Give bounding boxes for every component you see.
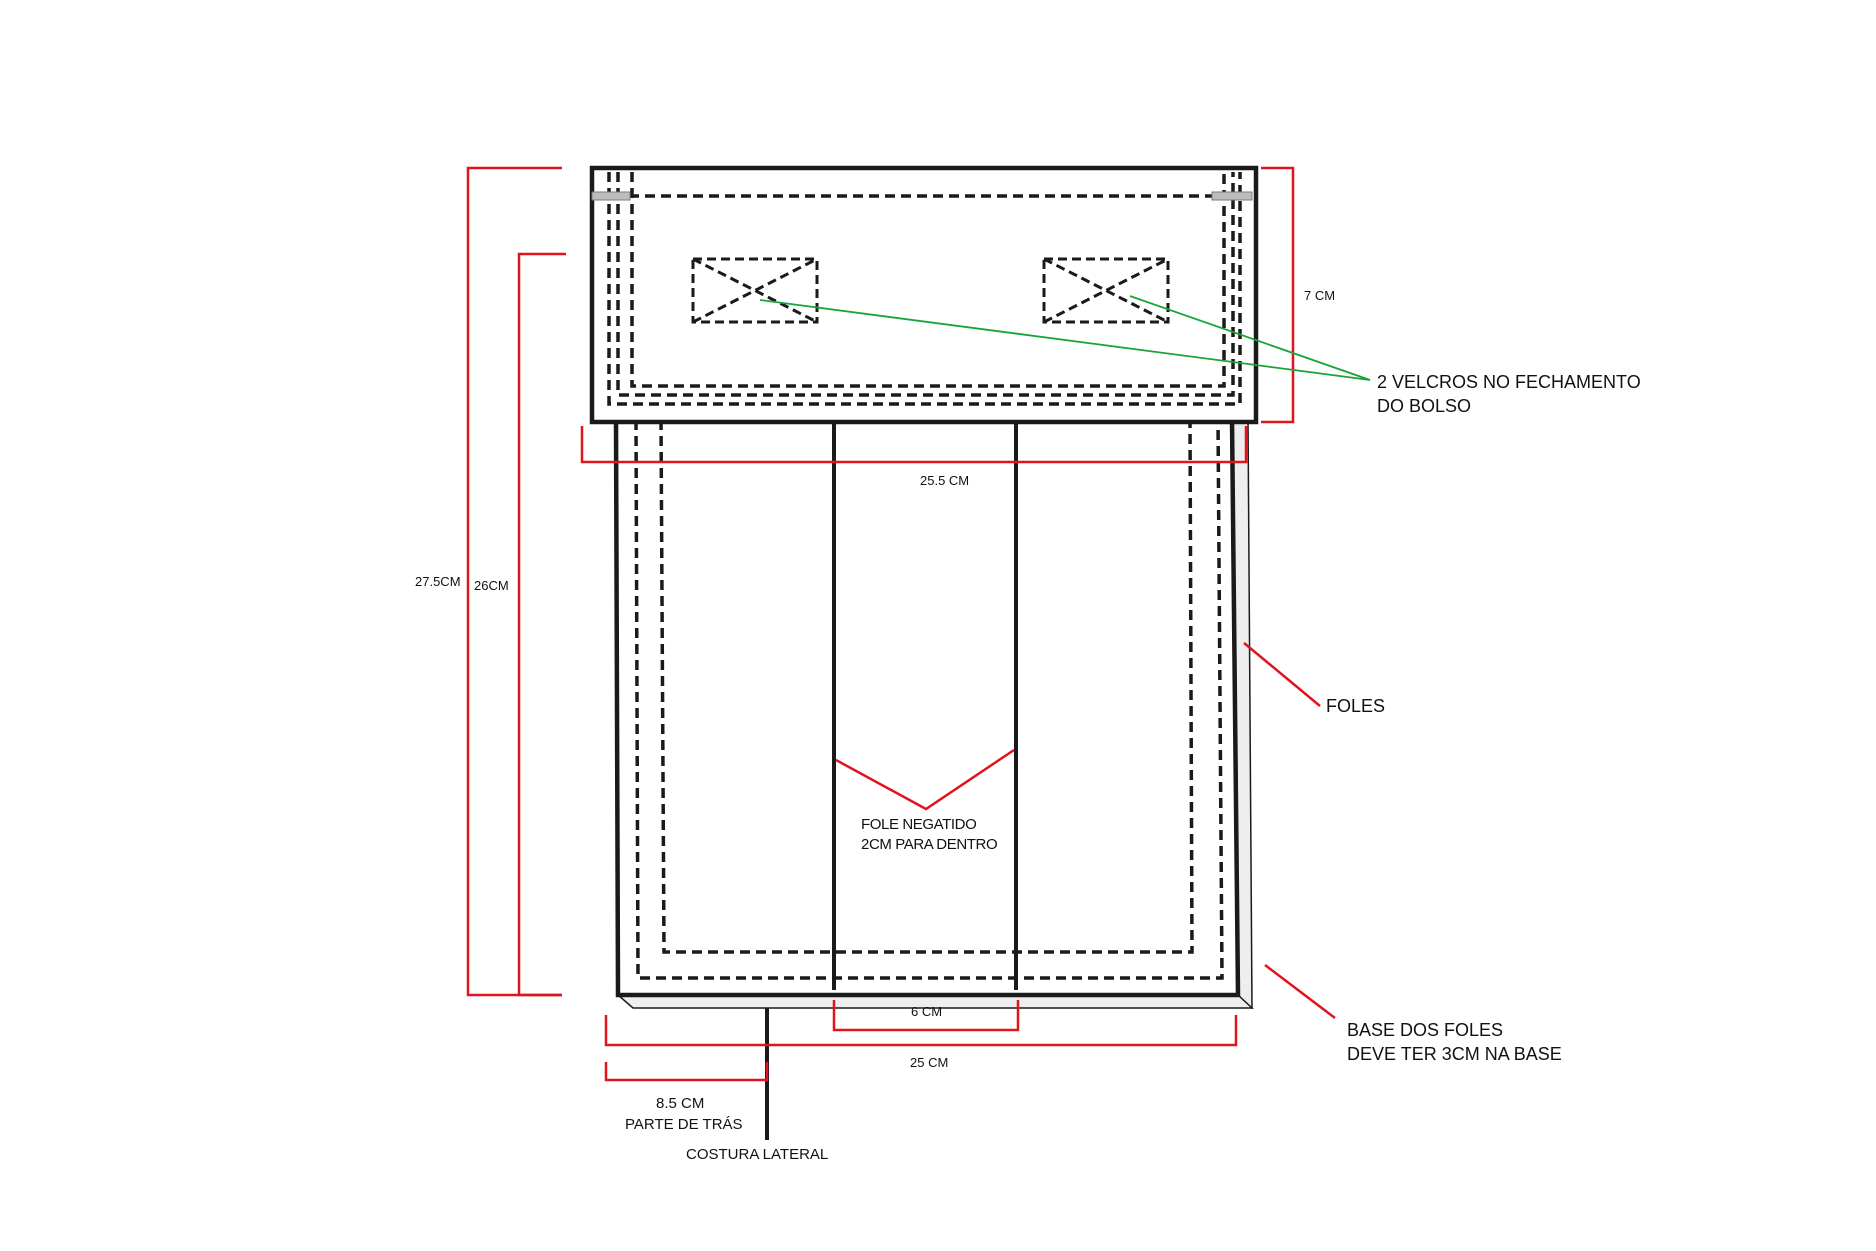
- body-stitch-inner: [659, 419, 1194, 954]
- label-back-part-width: 8.5 CM: [656, 1095, 704, 1112]
- dim-flap-height: [1261, 166, 1295, 424]
- body-stitch-outer: [634, 419, 1224, 980]
- label-side-seam: COSTURA LATERAL: [686, 1146, 828, 1163]
- negative-gusset-v: [835, 748, 1015, 811]
- dimension-lines: [466, 166, 1336, 1082]
- dim-flap-width: [580, 426, 1248, 464]
- velcro-x-icon: [691, 257, 819, 324]
- flap-tab-left: [591, 191, 631, 201]
- dim-gusset-width: [832, 1000, 1020, 1032]
- dim-back-part: [604, 1062, 769, 1082]
- flap-outline: [589, 165, 1259, 425]
- dim-total-height: [466, 166, 562, 997]
- flap-stitch-middle: [616, 172, 1235, 397]
- label-gusset-width: 6 CM: [911, 1004, 942, 1019]
- flap-stitch-inner: [630, 172, 1226, 388]
- label-bellows-base-line2: DEVE TER 3CM NA BASE: [1347, 1044, 1562, 1064]
- leader-bellows-base: [1264, 964, 1336, 1019]
- label-back-part: PARTE DE TRÁS: [625, 1116, 743, 1133]
- label-negative-gusset-line2: 2CM PARA DENTRO: [861, 836, 997, 853]
- label-base-width: 25 CM: [910, 1055, 948, 1070]
- label-body-height: 26CM: [474, 578, 509, 593]
- label-bellows-base-line1: BASE DOS FOLES: [1347, 1020, 1503, 1040]
- label-velcro-line2: DO BOLSO: [1377, 396, 1471, 416]
- label-bellows: FOLES: [1326, 696, 1385, 716]
- body-outline: [613, 419, 1241, 998]
- label-flap-width: 25.5 CM: [920, 473, 969, 488]
- pocket-body: [613, 417, 1254, 1140]
- velcro-x-icon: [1042, 257, 1170, 324]
- label-negative-gusset-line1: FOLE NEGATIDO: [861, 816, 976, 833]
- label-velcro-line1: 2 VELCROS NO FECHAMENTO: [1377, 372, 1641, 392]
- velcro-leaders: [759, 295, 1371, 381]
- label-flap-height: 7 CM: [1304, 288, 1335, 303]
- dim-body-height: [517, 252, 566, 997]
- pocket-flap: [589, 165, 1259, 425]
- label-total-height: 27.5CM: [415, 574, 461, 589]
- flap-stitch-outer: [607, 172, 1242, 406]
- leader-bellows: [1243, 642, 1321, 707]
- flap-tab-right: [1211, 191, 1253, 201]
- dim-base-width: [604, 1015, 1238, 1047]
